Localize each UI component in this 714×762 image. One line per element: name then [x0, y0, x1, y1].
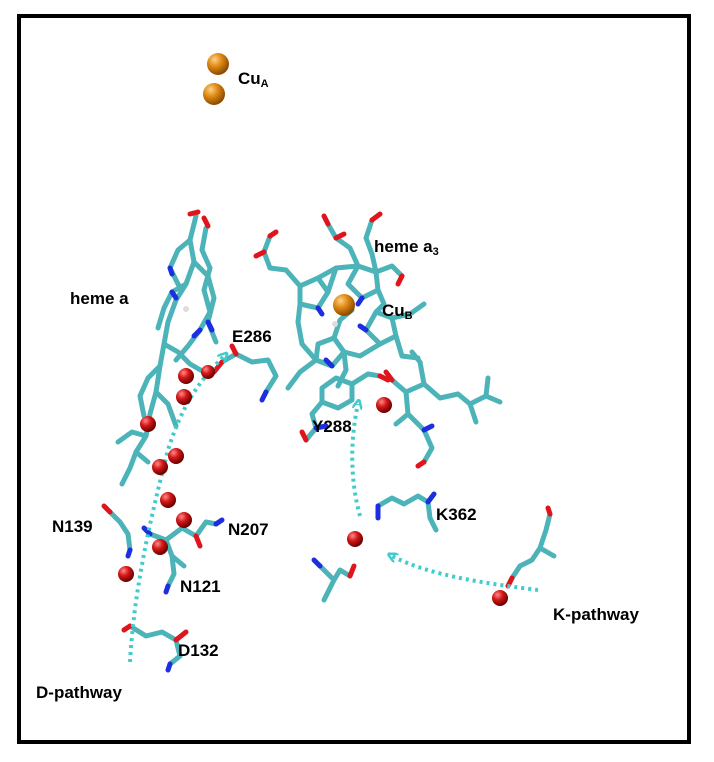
- water-molecules: [118, 365, 508, 606]
- k-pathway-upper-arrow: [350, 404, 360, 517]
- y288-residue: [299, 371, 391, 443]
- histidine-side-chains: [383, 349, 503, 469]
- d-pathway-arrow: [128, 356, 224, 663]
- cua-label: CuA: [238, 69, 269, 90]
- e286-residue: [211, 343, 279, 403]
- heme-a3-structure: [253, 211, 427, 391]
- figure-frame: [17, 14, 691, 744]
- k-pathway-lower-arrow: [392, 556, 539, 592]
- n139-label: N139: [52, 517, 93, 536]
- cub-label: CuB: [382, 301, 413, 322]
- heme-a-label: heme a: [70, 289, 129, 308]
- heme-a-structure: [115, 209, 219, 487]
- k362-label: K362: [436, 505, 477, 524]
- cua-atoms: [203, 53, 229, 105]
- k362-residue: [375, 491, 439, 533]
- n121-label: N121: [180, 577, 221, 596]
- e286-label: E286: [232, 327, 272, 346]
- asparagine-cluster: [101, 503, 225, 595]
- d132-residue: [121, 623, 189, 673]
- d132-label: D132: [178, 641, 219, 660]
- n207-label: N207: [228, 520, 269, 539]
- heme-a3-label: heme a3: [374, 237, 439, 258]
- cub-atom: [333, 294, 355, 316]
- k-entry-residue: [505, 505, 557, 589]
- y288-label: Y288: [312, 417, 352, 436]
- lower-middle-residue: [311, 557, 357, 603]
- k-pathway-label: K-pathway: [553, 605, 639, 624]
- d-pathway-label: D-pathway: [36, 683, 122, 702]
